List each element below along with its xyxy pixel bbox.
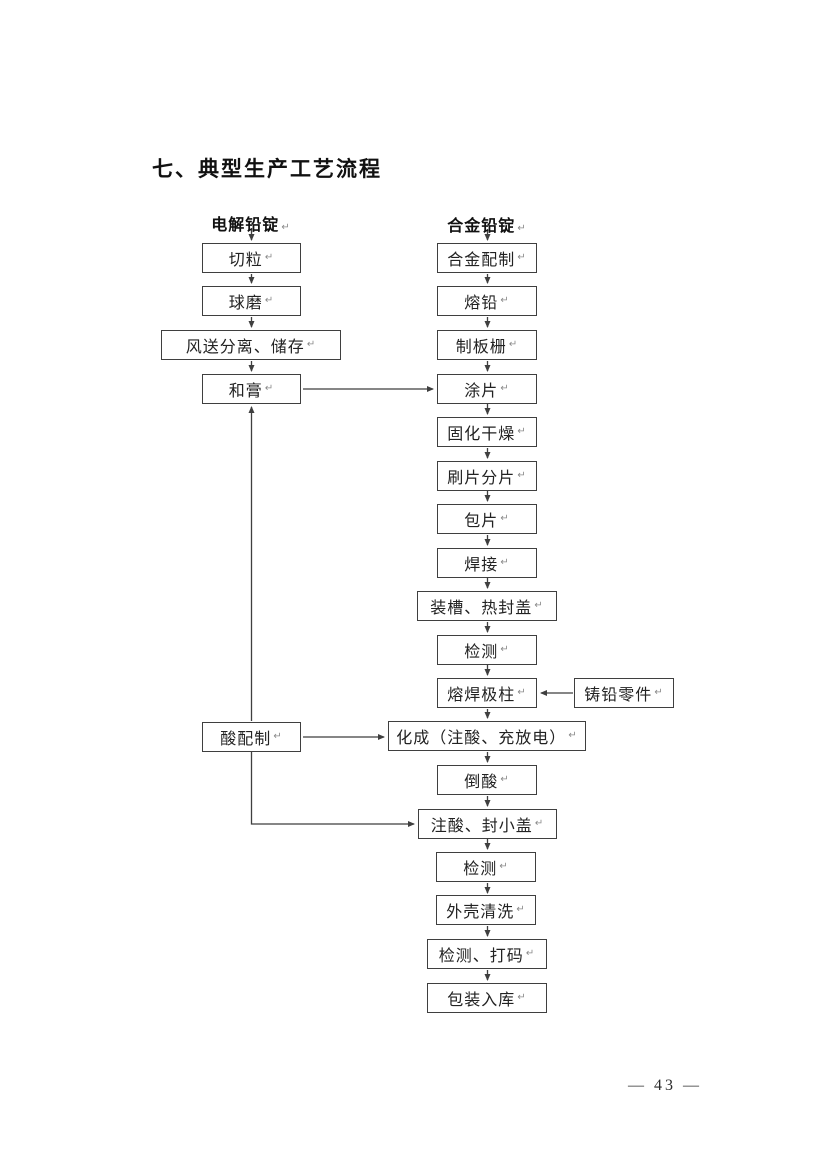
- paragraph-mark: ↵: [516, 904, 526, 915]
- arrow-connector: [250, 752, 415, 827]
- paragraph-mark: ↵: [306, 339, 317, 350]
- node-label: 熔焊极柱: [447, 687, 516, 704]
- page-title: 七、典型生产工艺流程: [152, 158, 382, 181]
- node-label: 检测: [463, 861, 498, 878]
- node-testing-coding: 检测、打码↵: [427, 939, 547, 969]
- paragraph-mark: ↵: [500, 513, 510, 524]
- paragraph-mark: ↵: [264, 383, 275, 394]
- paragraph-mark: ↵: [517, 426, 527, 437]
- node-pole-welding: 熔焊极柱↵: [437, 678, 537, 708]
- paragraph-mark: ↵: [517, 992, 527, 1003]
- node-label: 倒酸: [464, 774, 499, 791]
- paragraph-mark: ↵: [264, 252, 275, 263]
- node-plate-brushing-parting: 刷片分片↵: [437, 461, 537, 491]
- node-label: 化成（注酸、充放电）: [396, 730, 567, 747]
- node-label: 焊接: [464, 557, 499, 574]
- paragraph-mark: ↵: [500, 383, 510, 394]
- node-case-cleaning: 外壳清洗↵: [436, 895, 536, 925]
- node-label: 包片: [464, 513, 499, 530]
- paragraph-mark: ↵: [500, 774, 510, 785]
- label-alloy-lead-ingot: 合金铅锭↵: [417, 212, 557, 236]
- node-label: 包装入库: [447, 992, 516, 1009]
- node-lead-melting: 熔铅↵: [437, 286, 537, 316]
- paragraph-mark: ↵: [568, 730, 578, 741]
- paragraph-mark: ↵: [500, 557, 510, 568]
- node-label: 酸配制: [220, 731, 272, 748]
- node-label: 检测、打码: [438, 948, 524, 965]
- paragraph-mark: ↵: [517, 223, 527, 234]
- paragraph-mark: ↵: [534, 818, 545, 829]
- node-label: 合金配制: [447, 252, 516, 269]
- node-label: 和膏: [228, 383, 263, 400]
- node-label: 检测: [464, 644, 499, 661]
- paragraph-mark: ↵: [534, 600, 544, 611]
- paragraph-mark: ↵: [525, 948, 536, 959]
- node-label: 装槽、热封盖: [430, 600, 533, 617]
- paragraph-mark: ↵: [499, 861, 509, 872]
- paragraph-mark: ↵: [500, 295, 510, 306]
- node-label: 制板栅: [455, 339, 507, 356]
- node-testing-1: 检测↵: [437, 635, 537, 665]
- paragraph-mark: ↵: [517, 687, 527, 698]
- node-label: 固化干燥: [447, 426, 516, 443]
- node-acid-dumping: 倒酸↵: [437, 765, 537, 795]
- column-header-text: 电解铅锭: [211, 217, 280, 234]
- node-label: 注酸、封小盖: [430, 818, 533, 835]
- page-number: — 43 —: [628, 1077, 702, 1094]
- node-label: 铸铅零件: [584, 687, 653, 704]
- node-label: 刷片分片: [447, 470, 516, 487]
- node-welding: 焊接↵: [437, 548, 537, 578]
- node-ball-milling: 球磨↵: [202, 286, 301, 316]
- paragraph-mark: ↵: [517, 470, 527, 481]
- node-curing-drying: 固化干燥↵: [437, 417, 537, 447]
- node-testing-2: 检测↵: [436, 852, 536, 882]
- node-formation: 化成（注酸、充放电）↵: [388, 721, 586, 751]
- label-electrolytic-lead-ingot: 电解铅锭↵: [181, 211, 321, 235]
- paragraph-mark: ↵: [264, 295, 275, 306]
- paragraph-mark: ↵: [508, 339, 519, 350]
- node-container-heat-sealing: 装槽、热封盖↵: [417, 591, 557, 621]
- node-pellet-cutting: 切粒↵: [202, 243, 301, 273]
- paragraph-mark: ↵: [654, 687, 664, 698]
- node-acid-preparation: 酸配制↵: [202, 722, 301, 752]
- paragraph-mark: ↵: [281, 222, 291, 233]
- node-pasting: 涂片↵: [437, 374, 537, 404]
- node-packaging-warehousing: 包装入库↵: [427, 983, 547, 1013]
- node-cast-lead-parts: 铸铅零件↵: [574, 678, 674, 708]
- paragraph-mark: ↵: [517, 252, 527, 263]
- paragraph-mark: ↵: [273, 731, 283, 742]
- node-paste-mixing: 和膏↵: [202, 374, 301, 404]
- node-grid-casting: 制板栅↵: [437, 330, 537, 360]
- node-label: 风送分离、储存: [185, 339, 305, 356]
- node-label: 球磨: [228, 295, 263, 312]
- node-alloy-preparation: 合金配制↵: [437, 243, 537, 273]
- node-label: 外壳清洗: [446, 904, 515, 921]
- column-header-text: 合金铅锭: [447, 218, 516, 235]
- node-acid-filling-cap-sealing: 注酸、封小盖↵: [418, 809, 557, 839]
- node-air-separation-storage: 风送分离、储存↵: [161, 330, 341, 360]
- node-label: 涂片: [464, 383, 499, 400]
- node-plate-wrapping: 包片↵: [437, 504, 537, 534]
- node-label: 切粒: [228, 252, 263, 269]
- paragraph-mark: ↵: [500, 644, 510, 655]
- node-label: 熔铅: [464, 295, 499, 312]
